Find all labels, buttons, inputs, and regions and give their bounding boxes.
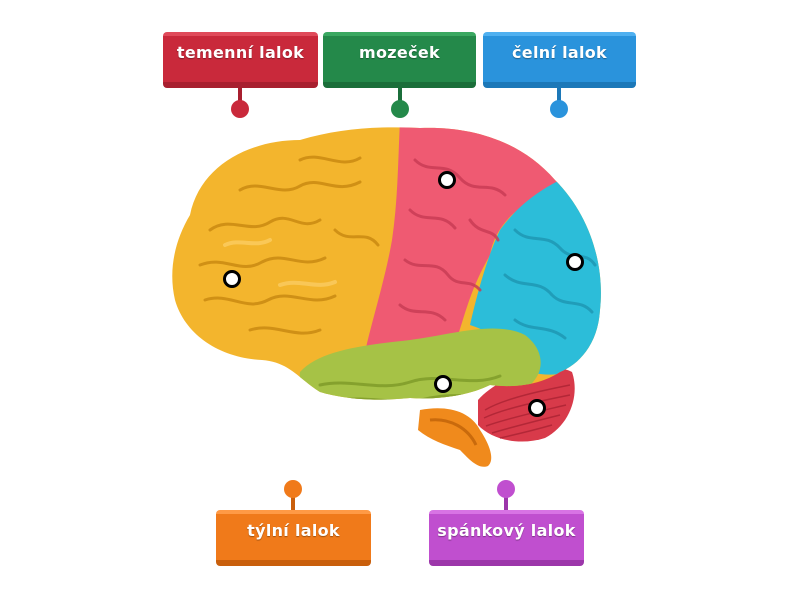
connector-dot	[497, 480, 515, 498]
label-text: temenní lalok	[176, 43, 305, 62]
label-tile-celni[interactable]: čelní lalok	[483, 32, 636, 88]
label-text: čelní lalok	[512, 43, 607, 62]
label-tile-mozecek[interactable]: mozeček	[323, 32, 476, 88]
connector-dot	[550, 100, 568, 118]
brainstem-shape	[418, 408, 492, 467]
connector-line	[557, 88, 561, 104]
connector-dot	[391, 100, 409, 118]
connector-line	[504, 494, 508, 510]
drop-target-frontal[interactable]	[566, 253, 584, 271]
drop-target-occipital[interactable]	[223, 270, 241, 288]
label-tile-spankovy[interactable]: spánkový lalok	[429, 510, 584, 566]
label-tile-tylni[interactable]: týlní lalok	[216, 510, 371, 566]
parietal-lobe-shape	[365, 127, 560, 352]
connector-dot	[231, 100, 249, 118]
connector-line	[238, 88, 242, 104]
frontal-lobe-shape	[470, 180, 601, 375]
drop-target-parietal[interactable]	[438, 171, 456, 189]
label-text: spánkový lalok	[437, 521, 576, 540]
drop-target-cerebellum[interactable]	[528, 399, 546, 417]
connector-line	[398, 88, 402, 104]
connector-dot	[284, 480, 302, 498]
label-text: týlní lalok	[247, 521, 340, 540]
label-tile-temenni[interactable]: temenní lalok	[163, 32, 318, 88]
connector-line	[291, 494, 295, 510]
drop-target-temporal[interactable]	[434, 375, 452, 393]
label-text: mozeček	[359, 43, 440, 62]
